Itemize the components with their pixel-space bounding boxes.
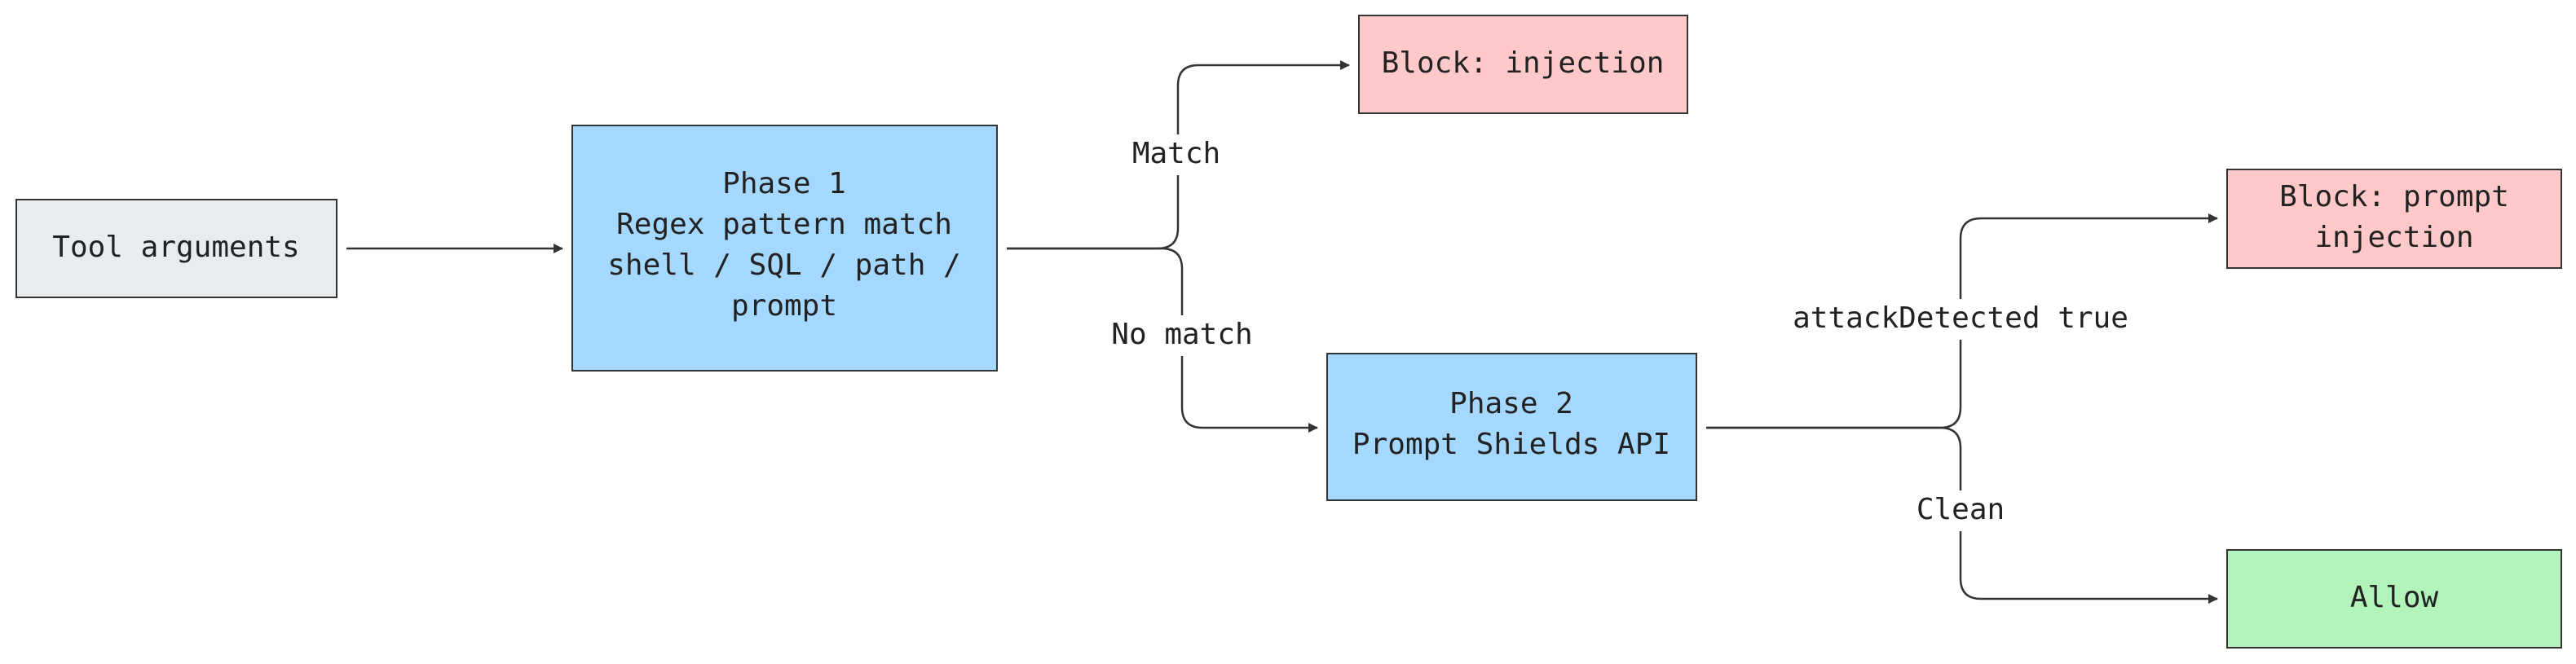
node-phase1-line-2: Regex pattern match bbox=[616, 208, 952, 241]
edge-label-attack-detected-text: attackDetected true bbox=[1793, 301, 2128, 335]
edge-label-attack-detected: attackDetected true bbox=[1781, 299, 2140, 340]
node-block-prompt-injection-line-1: Block: prompt bbox=[2279, 180, 2509, 213]
node-phase1-line-4: prompt bbox=[731, 289, 837, 323]
edge-label-clean-text: Clean bbox=[1917, 493, 2005, 526]
node-block-injection: Block: injection bbox=[1358, 15, 1688, 114]
node-phase1-line-1: Phase 1 bbox=[722, 167, 846, 200]
node-tool-arguments-box bbox=[15, 199, 337, 298]
edge-label-no-match-text: No match bbox=[1111, 318, 1252, 351]
node-phase2: Phase 2 Prompt Shields API bbox=[1326, 353, 1697, 501]
edge-labels: Match No match attackDetected true Clean bbox=[1105, 134, 2140, 531]
node-block-prompt-injection: Block: prompt injection bbox=[2226, 169, 2562, 269]
node-tool-arguments-line-1: Tool arguments bbox=[52, 231, 299, 264]
node-block-prompt-injection-box bbox=[2226, 169, 2562, 269]
node-phase2-line-2: Prompt Shields API bbox=[1352, 428, 1670, 461]
node-phase1: Phase 1 Regex pattern match shell / SQL … bbox=[571, 125, 998, 372]
node-phase2-line-1: Phase 2 bbox=[1449, 387, 1573, 420]
edge-label-clean: Clean bbox=[1912, 490, 2009, 531]
node-allow: Allow bbox=[2226, 549, 2562, 649]
node-phase2-box bbox=[1326, 353, 1697, 501]
node-phase1-box bbox=[571, 125, 998, 372]
node-block-prompt-injection-line-2: injection bbox=[2314, 221, 2473, 254]
node-block-injection-box bbox=[1358, 15, 1688, 114]
nodes: Tool arguments Phase 1 Regex pattern mat… bbox=[15, 15, 2562, 649]
node-tool-arguments: Tool arguments bbox=[15, 199, 337, 298]
edge-label-no-match: No match bbox=[1105, 315, 1259, 356]
node-block-injection-line-1: Block: injection bbox=[1382, 46, 1665, 80]
node-allow-line-1: Allow bbox=[2350, 581, 2439, 614]
node-allow-box bbox=[2226, 549, 2562, 649]
edge-label-match-text: Match bbox=[1132, 137, 1220, 170]
node-phase1-line-3: shell / SQL / path / bbox=[607, 248, 960, 282]
edge-label-match: Match bbox=[1125, 134, 1223, 175]
